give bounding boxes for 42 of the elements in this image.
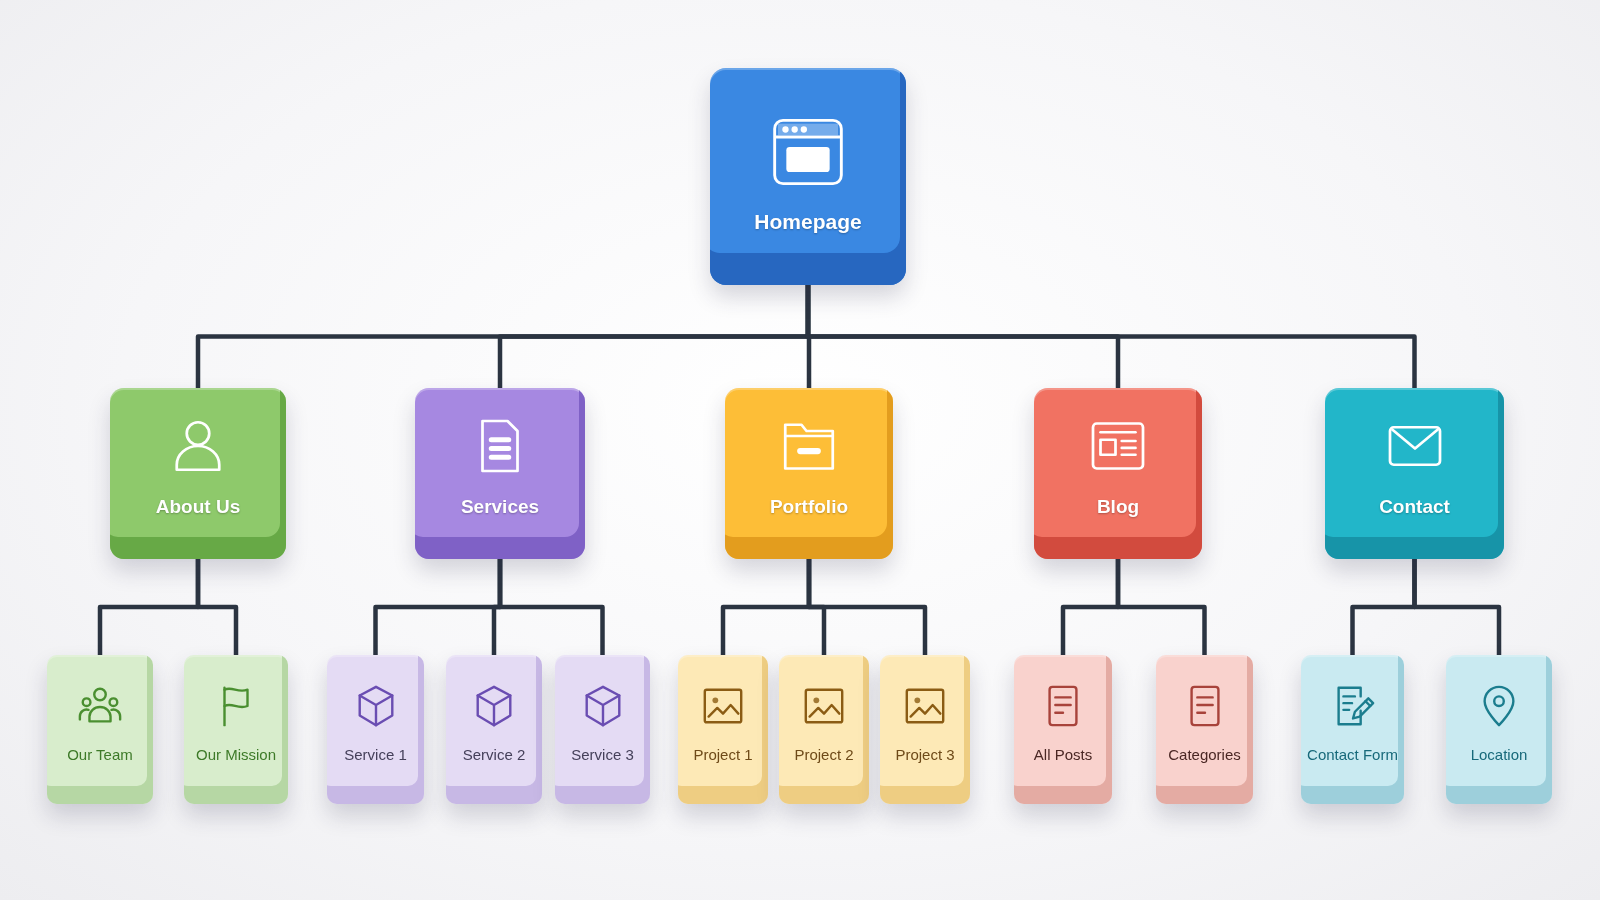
tile-label: Contact xyxy=(1379,496,1450,518)
homepage-tile xyxy=(710,68,906,285)
subpage-tile xyxy=(779,655,869,804)
tile-label: Portfolio xyxy=(769,496,849,518)
section-tile xyxy=(725,388,893,559)
subpage-tile xyxy=(47,655,153,804)
tile-label: Project 3 xyxy=(895,746,955,763)
subpage-tile xyxy=(327,655,424,804)
section-tile xyxy=(1034,388,1202,559)
tile-label: Service 1 xyxy=(344,746,407,763)
tile-label: Contact Form xyxy=(1307,746,1398,763)
subpage-tile xyxy=(1156,655,1253,804)
tile-label: Blog xyxy=(1096,496,1140,518)
subpage-tile xyxy=(880,655,970,804)
subpage-tile xyxy=(184,655,288,804)
tile-label: Our Mission xyxy=(196,746,276,763)
tile-label: Project 1 xyxy=(693,746,753,763)
connector-line xyxy=(195,559,239,655)
tile-label: About Us xyxy=(155,496,241,518)
connector-line xyxy=(497,559,605,655)
subpage-tile xyxy=(1301,655,1404,804)
subpage-tile xyxy=(1014,655,1112,804)
connector-line xyxy=(1412,559,1502,655)
section-tile xyxy=(415,388,585,559)
connector-line xyxy=(805,285,1417,388)
subpage-tile xyxy=(555,655,650,804)
subpage-tile xyxy=(1446,655,1552,804)
subpage-tile xyxy=(446,655,542,804)
tile-label: Location xyxy=(1470,746,1528,763)
connector-line xyxy=(1115,559,1207,655)
tile-label: Homepage xyxy=(754,210,862,234)
tile-label: Service 2 xyxy=(462,746,526,763)
tile-label: Categories xyxy=(1168,746,1241,763)
tile-label: Our Team xyxy=(67,746,133,763)
tile-label: Services xyxy=(460,496,540,518)
section-tile xyxy=(1325,388,1504,559)
subpage-tile xyxy=(678,655,768,804)
tile-label: Project 2 xyxy=(794,746,854,763)
section-tile xyxy=(110,388,286,559)
connector-line xyxy=(806,559,928,655)
tile-label: Service 3 xyxy=(571,746,634,763)
tile-label: All Posts xyxy=(1033,746,1093,763)
